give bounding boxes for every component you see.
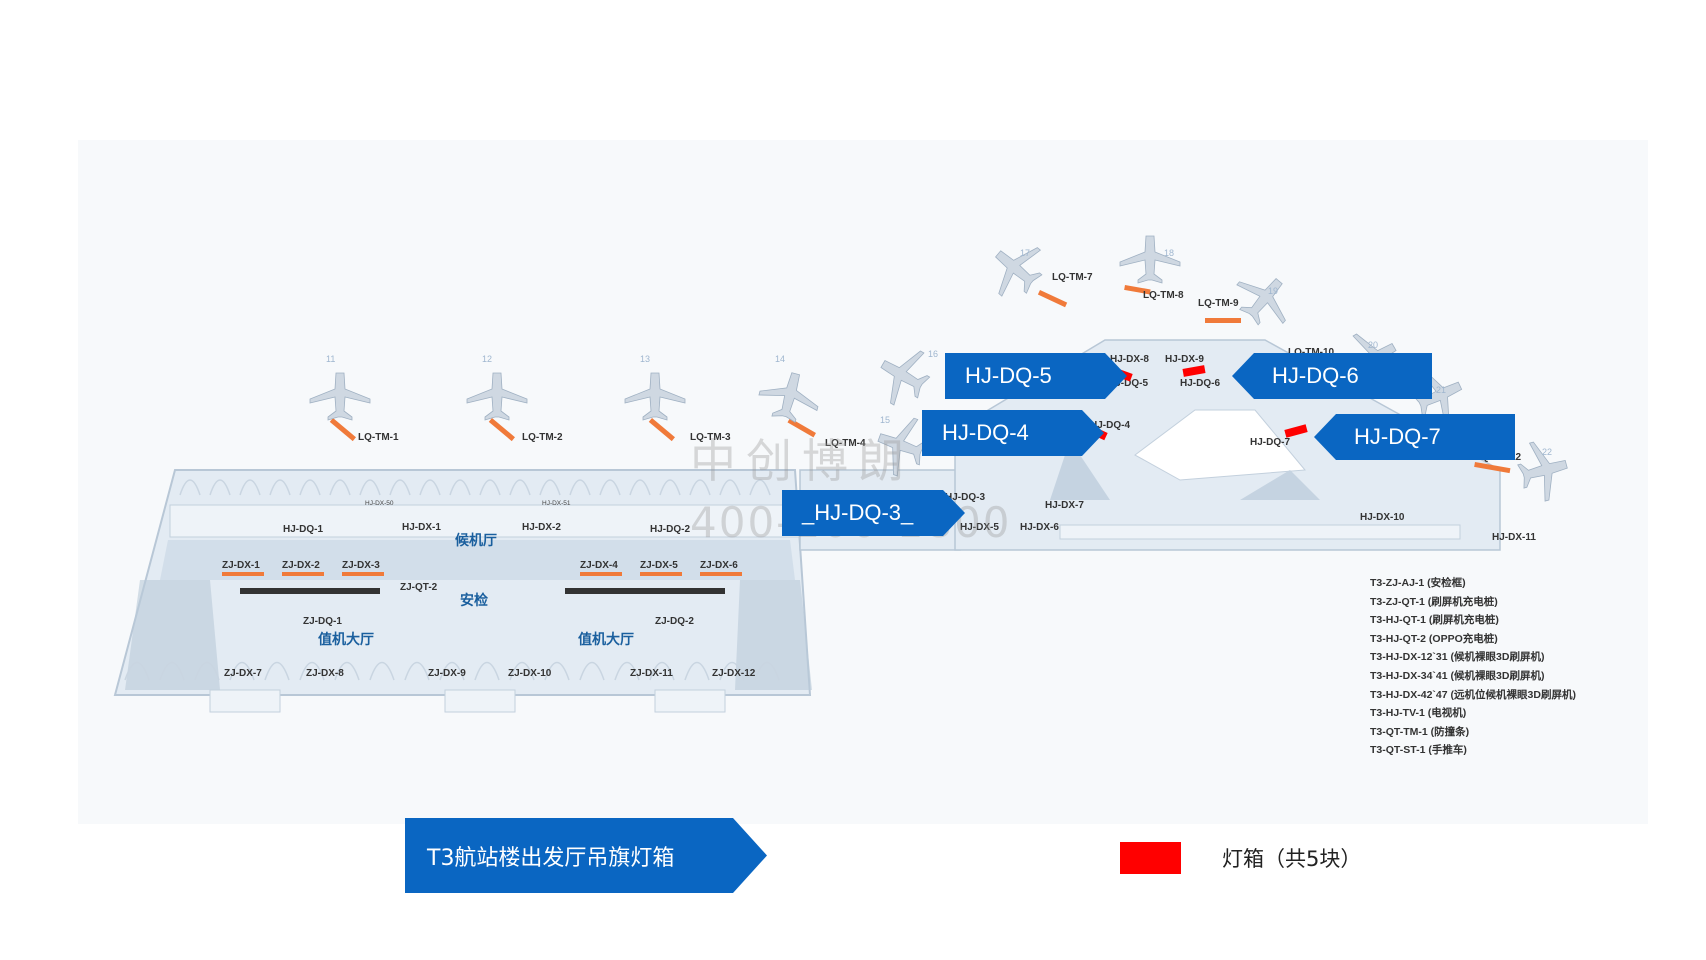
waiting-hall-label: 候机厅 bbox=[455, 532, 497, 549]
map-label: ZJ-DX-1 bbox=[222, 560, 260, 571]
map-label: HJ-DX-11 bbox=[1492, 532, 1536, 543]
map-label: LQ-TM-2 bbox=[522, 432, 563, 443]
gate-number: 14 bbox=[775, 354, 785, 364]
callout-hj-dq-6: HJ-DQ-6 bbox=[1232, 353, 1432, 399]
map-label: HJ-DX-7 bbox=[1045, 500, 1084, 511]
legend-list: T3-ZJ-AJ-1 (安检框) T3-ZJ-QT-1 (刷屏机充电桩) T3-… bbox=[1370, 574, 1576, 760]
map-label: ZJ-DX-4 bbox=[580, 560, 618, 571]
map-label: HJ-DX-9 bbox=[1165, 354, 1204, 365]
map-label: HJ-DQ-3 bbox=[945, 492, 985, 503]
map-label: ZJ-DX-11 bbox=[630, 668, 673, 679]
map-label: LQ-TM-7 bbox=[1052, 272, 1093, 283]
map-label: HJ-DQ-1 bbox=[283, 524, 323, 535]
map-label: HJ-DX-50 bbox=[365, 500, 394, 507]
gate-number: 20 bbox=[1368, 340, 1378, 350]
map-label: ZJ-DX-10 bbox=[508, 668, 552, 679]
map-label: ZJ-DX-8 bbox=[306, 668, 344, 679]
map-label: LQ-TM-10 bbox=[1288, 347, 1335, 358]
legend-list-item: T3-HJ-DX-34`41 (候机裸眼3D刷屏机) bbox=[1370, 669, 1545, 682]
map-label: ZJ-DX-12 bbox=[712, 668, 756, 679]
map-label: LQ-TM-8 bbox=[1143, 290, 1184, 301]
gate-number: 18 bbox=[1164, 248, 1174, 258]
map-label: LQ-TM-3 bbox=[690, 432, 731, 443]
map-label: HJ-DQ-7 bbox=[1250, 437, 1290, 448]
map-label: ZJ-QT-2 bbox=[400, 582, 438, 593]
map-label: ZJ-DQ-1 bbox=[303, 616, 342, 627]
map-label: LQ-TM-1 bbox=[358, 432, 399, 443]
legend-list-item: T3-HJ-QT-1 (刷屏机充电桩) bbox=[1370, 614, 1499, 627]
map-label: HJ-DX-5 bbox=[960, 522, 999, 533]
gate-number: 19 bbox=[1268, 286, 1278, 296]
gate-number: 16 bbox=[928, 349, 938, 359]
jet-bridges bbox=[329, 285, 1511, 474]
lightbox-hj-dq-6 bbox=[1182, 365, 1206, 377]
gate-number: 12 bbox=[482, 354, 492, 364]
legend-list-item: T3-HJ-DX-12`31 (候机裸眼3D刷屏机) bbox=[1370, 651, 1545, 664]
gate-number: 13 bbox=[640, 354, 650, 364]
map-label: HJ-DX-1 bbox=[402, 522, 441, 533]
legend-swatch bbox=[1120, 842, 1181, 874]
map-label: ZJ-DX-2 bbox=[282, 560, 320, 571]
legend-list-item: T3-HJ-TV-1 (电视机) bbox=[1370, 707, 1467, 720]
callout-hj-dq-3: _HJ-DQ-3_ bbox=[782, 490, 965, 536]
map-label: HJ-DQ-4 bbox=[1090, 420, 1130, 431]
map-label: HJ-DX-8 bbox=[1110, 354, 1149, 365]
map-label: LQ-TM-9 bbox=[1198, 298, 1239, 309]
gate-number: 17 bbox=[1020, 248, 1030, 258]
callout-hj-dq-4: HJ-DQ-4 bbox=[922, 410, 1104, 456]
map-label: ZJ-DX-6 bbox=[700, 560, 738, 571]
main-terminal-building bbox=[113, 469, 812, 713]
gate-number: 15 bbox=[880, 415, 890, 425]
legend-label: 灯箱（共5块） bbox=[1222, 847, 1362, 871]
legend-list-item: T3-ZJ-AJ-1 (安检框) bbox=[1370, 577, 1466, 589]
callout-hj-dq-5: HJ-DQ-5 bbox=[945, 353, 1127, 399]
map-title-banner: T3航站楼出发厅吊旗灯箱 bbox=[405, 818, 767, 893]
map-label: HJ-DX-10 bbox=[1360, 512, 1405, 523]
map-label: ZJ-DX-3 bbox=[342, 560, 380, 571]
map-label: HJ-DX-51 bbox=[542, 500, 571, 507]
checkin-hall-left-label: 值机大厅 bbox=[318, 631, 374, 648]
map-label: LQ-TM-4 bbox=[825, 438, 866, 449]
legend-list-item: T3-ZJ-QT-1 (刷屏机充电桩) bbox=[1370, 595, 1498, 608]
gate-number: 21 bbox=[1436, 385, 1446, 395]
map-label: HJ-DQ-6 bbox=[1180, 378, 1220, 389]
legend-list-item: T3-HJ-QT-2 (OPPO充电桩) bbox=[1370, 632, 1498, 645]
map-label: ZJ-DX-5 bbox=[640, 560, 678, 571]
gate-number: 11 bbox=[326, 354, 335, 364]
map-label: HJ-DX-2 bbox=[522, 522, 561, 533]
security-label: 安检 bbox=[460, 592, 488, 609]
legend-list-item: T3-QT-TM-1 (防撞条) bbox=[1370, 725, 1470, 738]
map-label: HJ-DQ-5 bbox=[1108, 378, 1148, 389]
map-label: HJ-DQ-2 bbox=[650, 524, 690, 535]
legend-list-item: T3-HJ-DX-42`47 (远机位候机裸眼3D刷屏机) bbox=[1370, 688, 1576, 701]
map-label: ZJ-DX-9 bbox=[428, 668, 466, 679]
map-label: HJ-DX-6 bbox=[1020, 522, 1059, 533]
callout-hj-dq-7: HJ-DQ-7 bbox=[1314, 414, 1515, 460]
legend-list-item: T3-QT-ST-1 (手推车) bbox=[1370, 744, 1467, 757]
map-label: ZJ-DQ-2 bbox=[655, 616, 694, 627]
checkin-hall-right-label: 值机大厅 bbox=[578, 631, 634, 648]
lightbox-hj-dq-7 bbox=[1284, 424, 1308, 438]
map-label: ZJ-DX-7 bbox=[224, 668, 262, 679]
gate-number: 22 bbox=[1542, 447, 1552, 457]
